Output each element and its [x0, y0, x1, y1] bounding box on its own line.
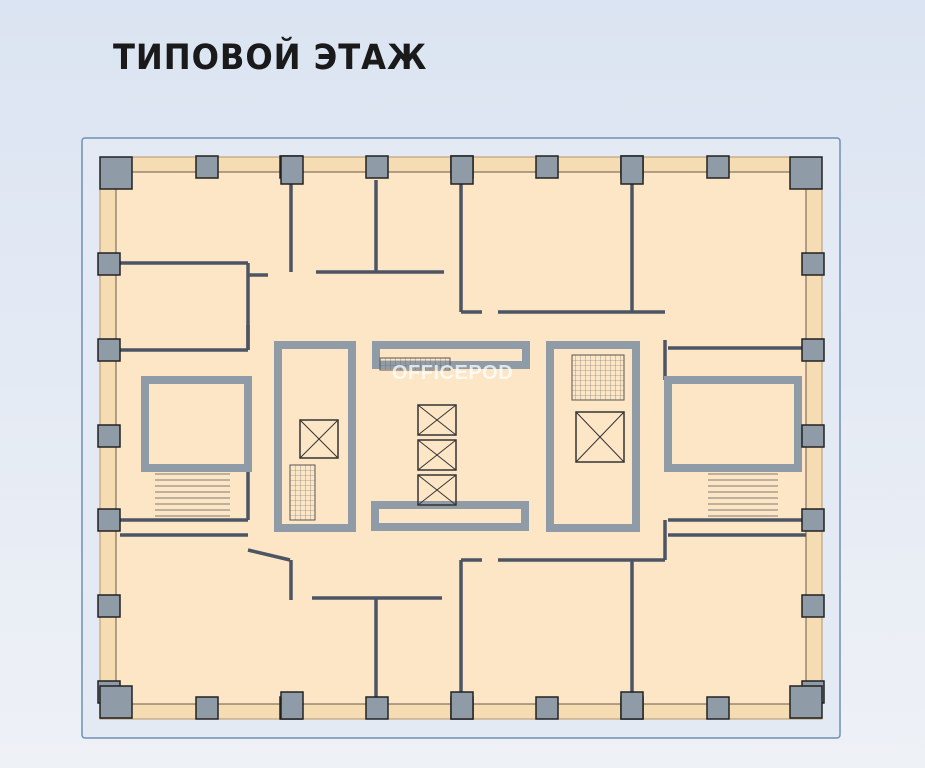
column [450, 691, 474, 720]
column [97, 252, 121, 276]
page-title: ТИПОВОЙ ЭТАЖ [113, 38, 428, 78]
core-wall [664, 376, 802, 472]
column [620, 691, 644, 720]
grid-area [289, 464, 316, 521]
column [365, 155, 389, 179]
column [706, 155, 730, 179]
column [450, 155, 474, 185]
elevator-cross [299, 419, 339, 459]
column [535, 696, 559, 720]
watermark: OFFICEPOD [392, 362, 514, 384]
column [801, 252, 825, 276]
corner-column [789, 156, 823, 190]
core-wall [141, 376, 252, 472]
core-wall [274, 341, 356, 532]
corner-column [789, 685, 823, 719]
columns [97, 155, 825, 720]
column [97, 424, 121, 448]
elevator-shaft [417, 474, 457, 506]
core-wall [546, 341, 640, 532]
column [280, 155, 304, 185]
elevator-shaft [299, 419, 339, 459]
building-cores [141, 341, 802, 532]
corner-column [99, 156, 133, 190]
column [801, 594, 825, 618]
grid-area [571, 354, 625, 401]
column [801, 424, 825, 448]
core-wall [372, 341, 530, 369]
column [365, 696, 389, 720]
column [195, 696, 219, 720]
plan-frame [81, 137, 841, 739]
corner-column [99, 685, 133, 719]
column [620, 155, 644, 185]
elevator-shaft [417, 404, 457, 436]
column [801, 508, 825, 532]
column [801, 338, 825, 362]
elevator-shaft [417, 439, 457, 471]
elevator-cross [417, 439, 457, 471]
column [280, 691, 304, 720]
elevator-cross [575, 411, 625, 463]
elevator-shaft [575, 411, 625, 463]
column [97, 508, 121, 532]
column [97, 338, 121, 362]
wall [247, 548, 291, 562]
grid-area [379, 357, 451, 371]
elevator-cross [417, 404, 457, 436]
column [97, 594, 121, 618]
column [195, 155, 219, 179]
elevator-cross [417, 474, 457, 506]
column [535, 155, 559, 179]
column [706, 696, 730, 720]
